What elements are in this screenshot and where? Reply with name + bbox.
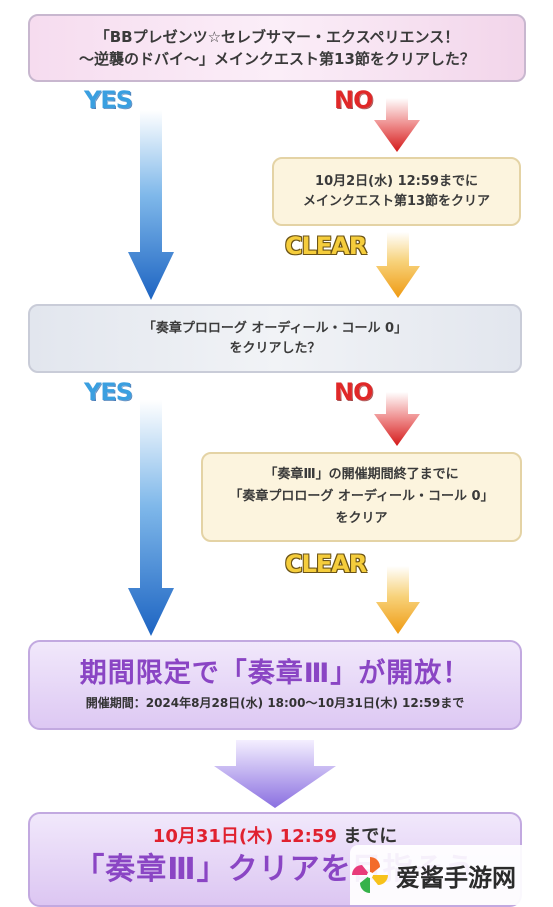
condition-2-line1: 「奏章Ⅲ」の開催期間終了までに xyxy=(264,467,459,482)
condition-1-box: 10月2日(水) 12:59までに メインクエスト第13節をクリア xyxy=(272,157,521,226)
final-deadline-suffix: までに xyxy=(343,826,398,847)
pinwheel-logo-icon xyxy=(352,857,388,893)
no-arrow-2 xyxy=(374,392,420,446)
question-1-line1: 「BBプレゼンツ☆セレブサマー・エクスペリエンス！ xyxy=(94,28,460,46)
clear-arrow-2 xyxy=(376,566,420,634)
condition-1-line1: 10月2日(水) 12:59までに xyxy=(315,173,478,189)
yes-arrow-1 xyxy=(128,110,174,300)
final-deadline: 10月31日(木) 12:59 xyxy=(152,826,337,847)
question-1-line2: 〜逆襲のドバイ〜」メインクエスト第13節をクリアした？ xyxy=(79,50,475,68)
clear-label-2: CLEAR xyxy=(285,550,367,578)
yes-arrow-2 xyxy=(128,400,174,636)
result-box: 期間限定で「奏章Ⅲ」が開放！ 開催期間：2024年8月28日(水) 18:00〜… xyxy=(28,640,522,730)
condition-1-line2: メインクエスト第13節をクリア xyxy=(302,193,491,209)
yes-label-2: YES xyxy=(84,378,133,406)
no-label-2: NO xyxy=(334,378,373,406)
result-period: 開催期間：2024年8月28日(水) 18:00〜10月31日(木) 12:59… xyxy=(85,696,465,710)
clear-arrow-1 xyxy=(376,232,420,298)
no-arrow-1 xyxy=(374,98,420,152)
condition-2-box: 「奏章Ⅲ」の開催期間終了までに 「奏章プロローグ オーディール・コール 0」 を… xyxy=(201,452,522,542)
question-1-box: 「BBプレゼンツ☆セレブサマー・エクスペリエンス！ 〜逆襲のドバイ〜」メインクエ… xyxy=(28,14,526,82)
watermark-text: 爱酱手游网 xyxy=(396,863,516,892)
final-deadline-line: 10月31日(木) 12:59 までに xyxy=(153,824,397,850)
watermark: 爱酱手游网 xyxy=(350,845,553,905)
result-title: 期間限定で「奏章Ⅲ」が開放！ xyxy=(79,658,471,689)
clear-label-1: CLEAR xyxy=(285,232,367,260)
condition-2-line2: 「奏章プロローグ オーディール・コール 0」 xyxy=(229,489,494,504)
yes-label-1: YES xyxy=(84,86,133,114)
question-2-box: 「奏章プロローグ オーディール・コール 0」 をクリアした？ xyxy=(28,304,522,373)
question-2-line1: 「奏章プロローグ オーディール・コール 0」 xyxy=(142,320,408,336)
result-down-arrow xyxy=(214,740,336,808)
no-label-1: NO xyxy=(334,86,373,114)
question-2-line2: をクリアした？ xyxy=(229,340,321,356)
condition-2-line3: をクリア xyxy=(335,511,388,526)
